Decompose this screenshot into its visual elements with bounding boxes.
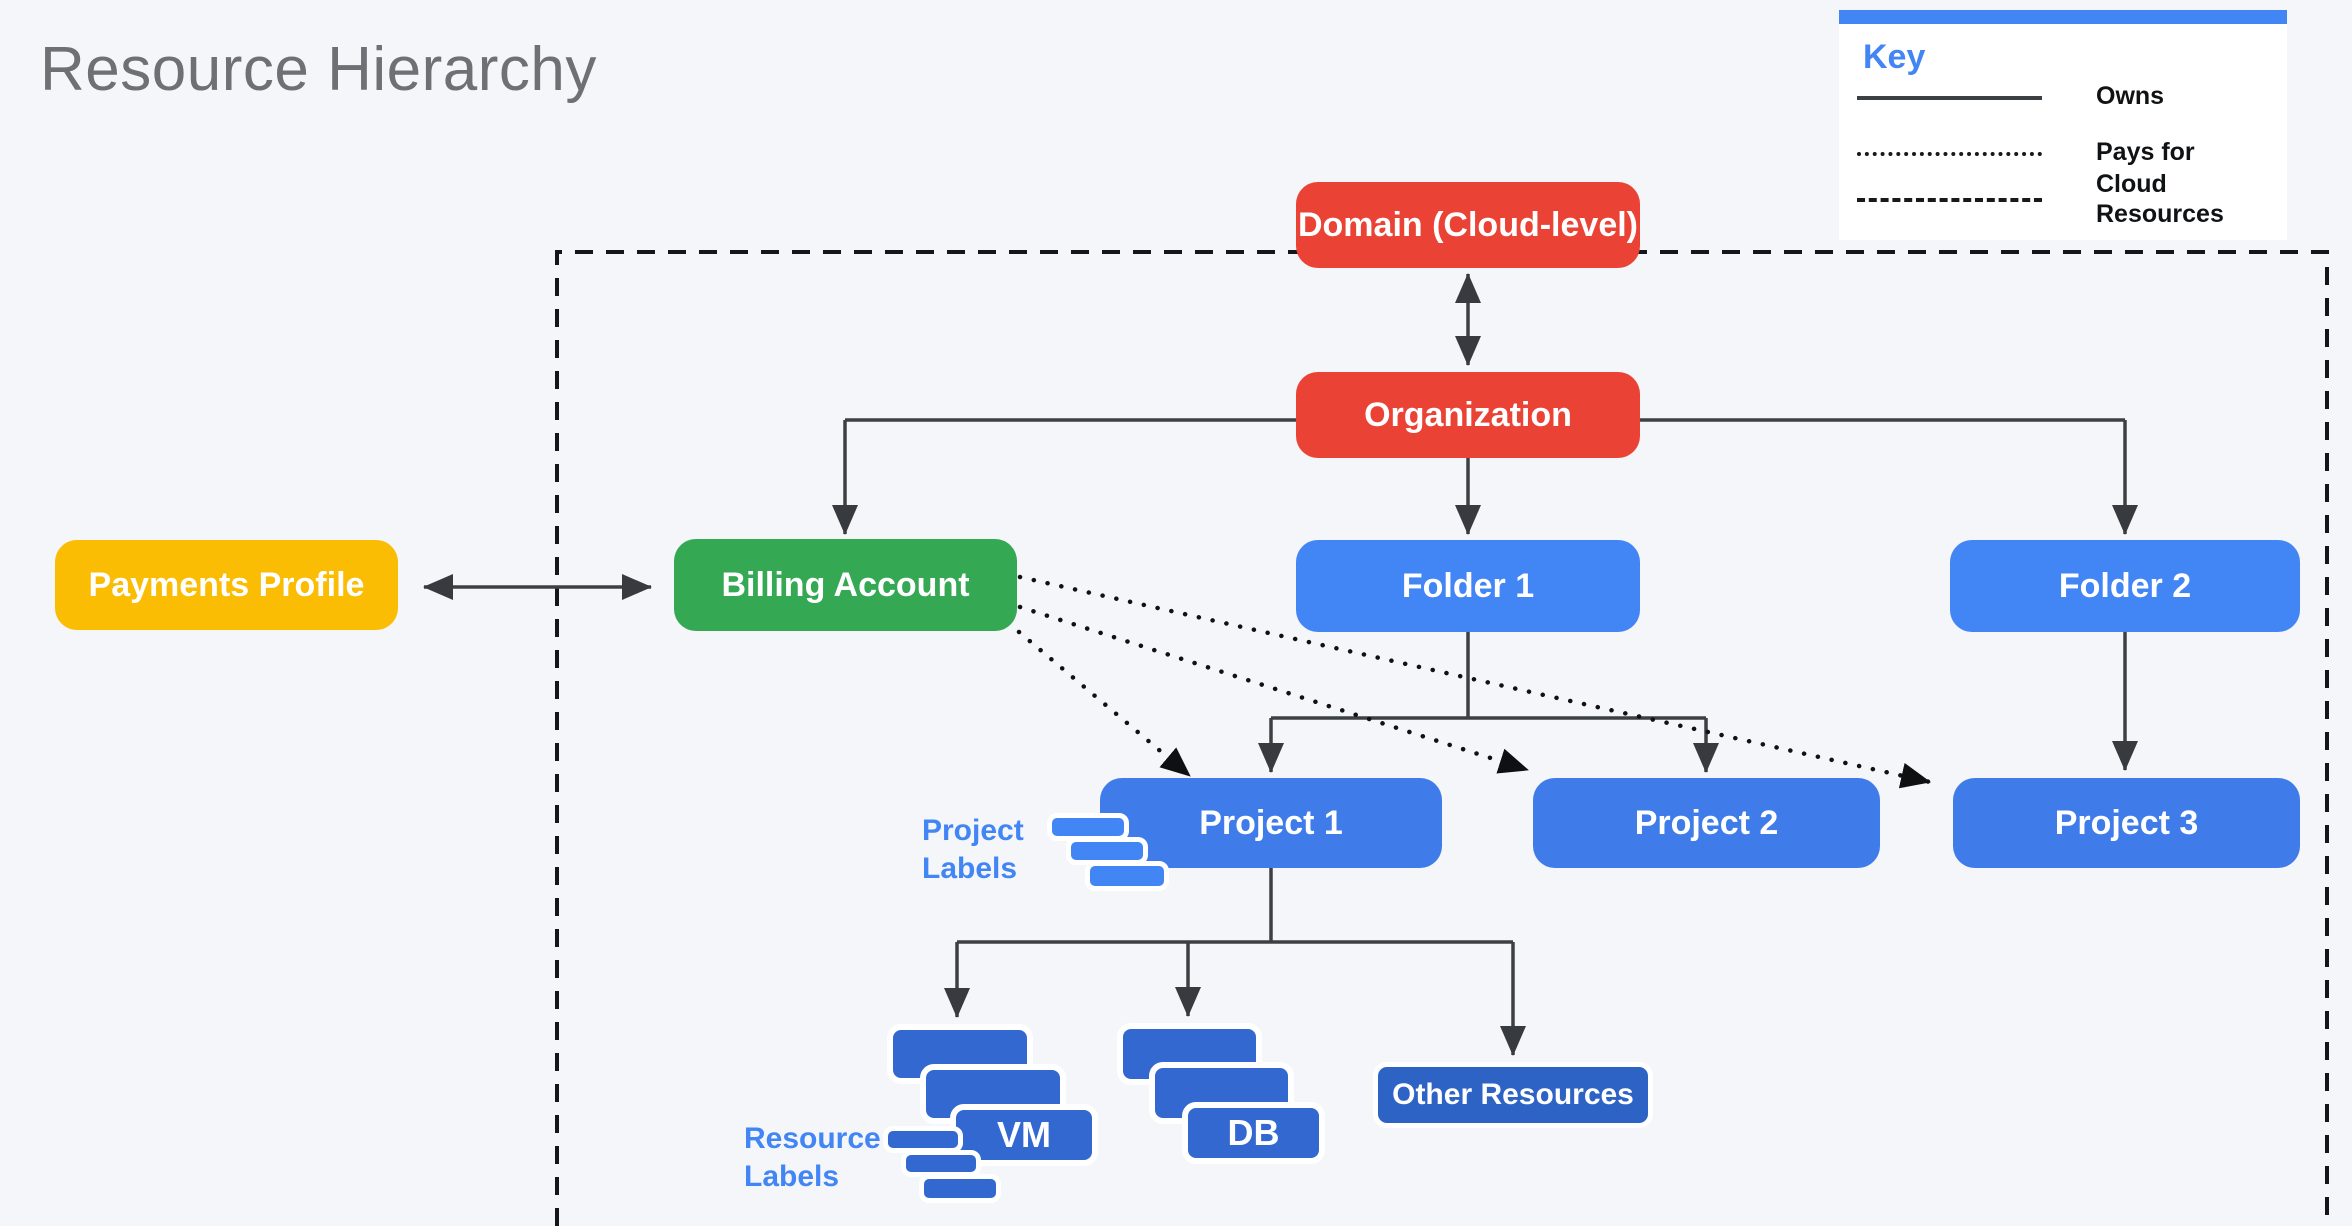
cloud-resources-boundary-dashed-rect <box>555 250 2329 1226</box>
pays-for-connectors <box>1016 574 1933 789</box>
resource-label-chip-icon <box>919 1174 1001 1203</box>
edge-billing-project3 <box>1017 574 1933 789</box>
project-labels-caption: Project Labels <box>922 814 1024 885</box>
legend-panel: Key Owns Pays for Cloud Resources <box>1839 10 2287 240</box>
node-folder-2: Folder 2 <box>1950 540 2300 632</box>
legend-label-cloud-resources: Cloud Resources <box>2096 170 2224 228</box>
node-db: DB <box>1182 1102 1325 1164</box>
legend-dashed-line-sample <box>1857 198 2042 202</box>
edge-billing-project1 <box>1016 629 1193 779</box>
page-title: Resource Hierarchy <box>40 35 597 104</box>
node-billing-account: Billing Account <box>674 539 1017 631</box>
node-project-1: Project 1 <box>1100 778 1442 868</box>
node-payments-profile: Payments Profile <box>55 540 398 630</box>
legend-label-owns: Owns <box>2096 82 2165 110</box>
resource-label-chip-icon <box>883 1126 963 1153</box>
edge-billing-project2 <box>1017 604 1531 774</box>
edge-project1-branch <box>957 868 1513 944</box>
legend-heading: Key <box>1863 38 1926 76</box>
legend-solid-line-sample <box>1857 96 2042 100</box>
node-folder-1: Folder 1 <box>1296 540 1640 632</box>
node-domain: Domain (Cloud-level) <box>1296 182 1640 268</box>
node-project-2: Project 2 <box>1533 778 1880 868</box>
node-other-resources: Other Resources <box>1373 1062 1653 1128</box>
project-label-chip-icon <box>1085 861 1169 891</box>
legend-label-pays-for: Pays for <box>2096 138 2195 166</box>
legend-accent-bar <box>1839 10 2287 24</box>
legend-dotted-line-sample <box>1857 152 2042 156</box>
owns-connectors <box>423 273 2138 1056</box>
resource-label-chip-icon <box>901 1150 981 1177</box>
node-organization: Organization <box>1296 372 1640 458</box>
resource-labels-caption: Resource Labels <box>744 1122 881 1193</box>
node-vm: VM <box>950 1104 1098 1166</box>
edge-folder1-branch <box>1271 632 1706 720</box>
node-project-3: Project 3 <box>1953 778 2300 868</box>
